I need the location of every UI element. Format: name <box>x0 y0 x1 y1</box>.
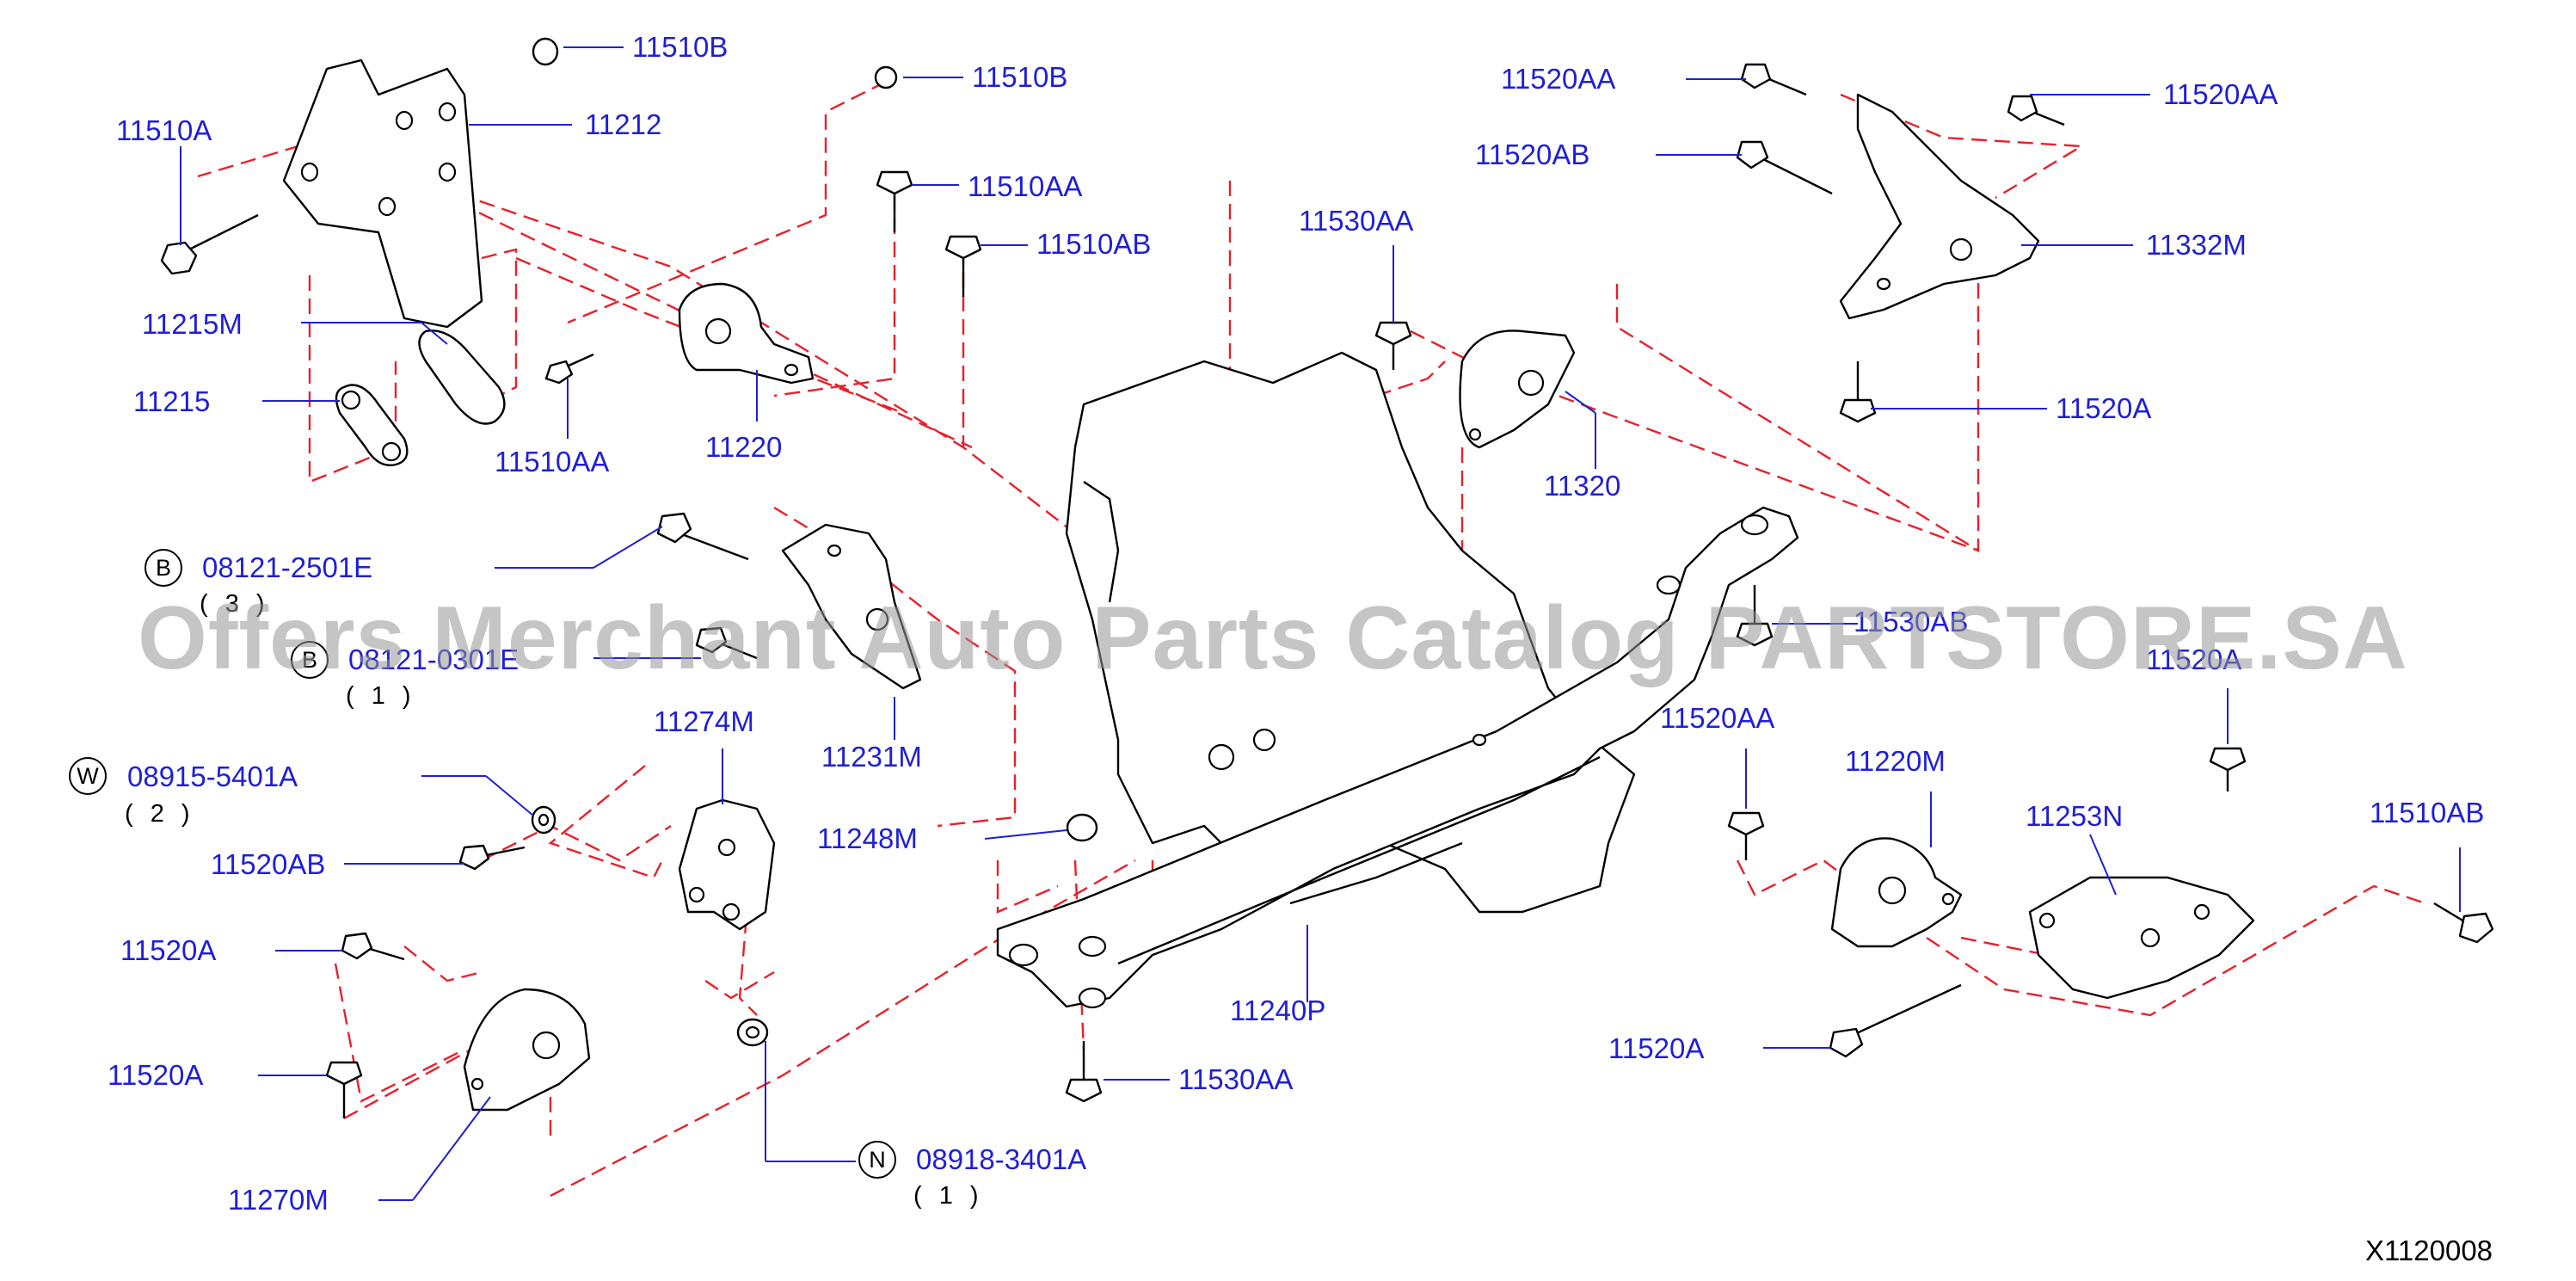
ref-badge: N <box>858 1141 896 1179</box>
part-label[interactable]: 11320 <box>1544 470 1621 502</box>
part-label[interactable]: 11530AA <box>1178 1063 1294 1095</box>
mount-11220 <box>678 282 815 385</box>
part-label[interactable]: 11220M <box>1845 745 1946 777</box>
ref-code[interactable]: 08915-5401A <box>127 761 298 792</box>
fasteners <box>160 37 2494 1118</box>
bracket-11253n <box>2028 876 2255 1000</box>
part-label[interactable]: 11240P <box>1230 995 1326 1026</box>
part-label[interactable]: 11520A <box>1608 1032 1705 1064</box>
part-label[interactable]: 11510B <box>972 61 1068 93</box>
part-label[interactable]: 11212 <box>585 108 662 140</box>
part-label[interactable]: 11520AA <box>1501 63 1616 95</box>
part-label[interactable]: 11220 <box>705 431 783 463</box>
part-label[interactable]: 11520A <box>108 1059 204 1091</box>
crossmember-11240p <box>996 506 1799 1009</box>
part-label[interactable]: 11520A <box>2056 392 2152 424</box>
part-label[interactable]: 11520AB <box>1475 139 1590 170</box>
part-label[interactable]: 11530AA <box>1299 205 1414 237</box>
part-label[interactable]: 11520A <box>2146 644 2242 675</box>
part-label[interactable]: 11270M <box>228 1184 329 1216</box>
ref-badge: B <box>291 641 329 679</box>
part-label[interactable]: 11215 <box>133 385 211 417</box>
part-label[interactable]: 11253N <box>2026 800 2124 832</box>
ref-badge: B <box>144 549 182 587</box>
bracket-11274m <box>678 798 776 931</box>
part-label[interactable]: 11520AB <box>211 848 326 880</box>
drawing-id: X1120008 <box>2365 1235 2493 1266</box>
part-label[interactable]: 11510A <box>116 114 212 146</box>
part-label[interactable]: 11510B <box>632 31 729 63</box>
mount-11320 <box>1459 329 1576 449</box>
part-label[interactable]: 11510AA <box>495 446 610 477</box>
ref-quantity: ( 3 ) <box>200 590 270 618</box>
mount-11220m <box>1830 837 1963 948</box>
part-label[interactable]: 11274M <box>654 705 754 737</box>
bracket-11231m <box>781 523 922 690</box>
part-label[interactable]: 11530AB <box>1854 606 1969 637</box>
mount-11270m <box>463 988 591 1112</box>
ref-quantity: ( 2 ) <box>125 800 195 828</box>
part-label[interactable]: 11215M <box>142 308 243 340</box>
part-label[interactable]: 11520A <box>120 934 217 966</box>
ref-code[interactable]: 08918-3401A <box>916 1143 1087 1175</box>
ref-badge: W <box>69 757 107 795</box>
part-label[interactable]: 11510AA <box>968 170 1083 202</box>
part-label[interactable]: 11248M <box>817 822 918 854</box>
part-label[interactable]: 11231M <box>821 741 922 773</box>
ref-quantity: ( 1 ) <box>346 682 416 710</box>
part-label[interactable]: 11520AA <box>1660 702 1775 734</box>
ref-code[interactable]: 08121-2501E <box>202 551 373 583</box>
ref-quantity: ( 1 ) <box>913 1182 984 1210</box>
bracket-11332m <box>1839 93 2040 320</box>
ref-code[interactable]: 08121-0301E <box>348 644 520 675</box>
bracket-11212 <box>282 59 483 329</box>
part-label[interactable]: 11510AB <box>2370 797 2485 828</box>
part-label[interactable]: 11332M <box>2146 229 2247 261</box>
part-label[interactable]: 11510AB <box>1036 228 1152 260</box>
leader-lines <box>180 46 2461 1201</box>
link-11215m <box>335 329 506 466</box>
part-label[interactable]: 11520AA <box>2163 78 2278 110</box>
